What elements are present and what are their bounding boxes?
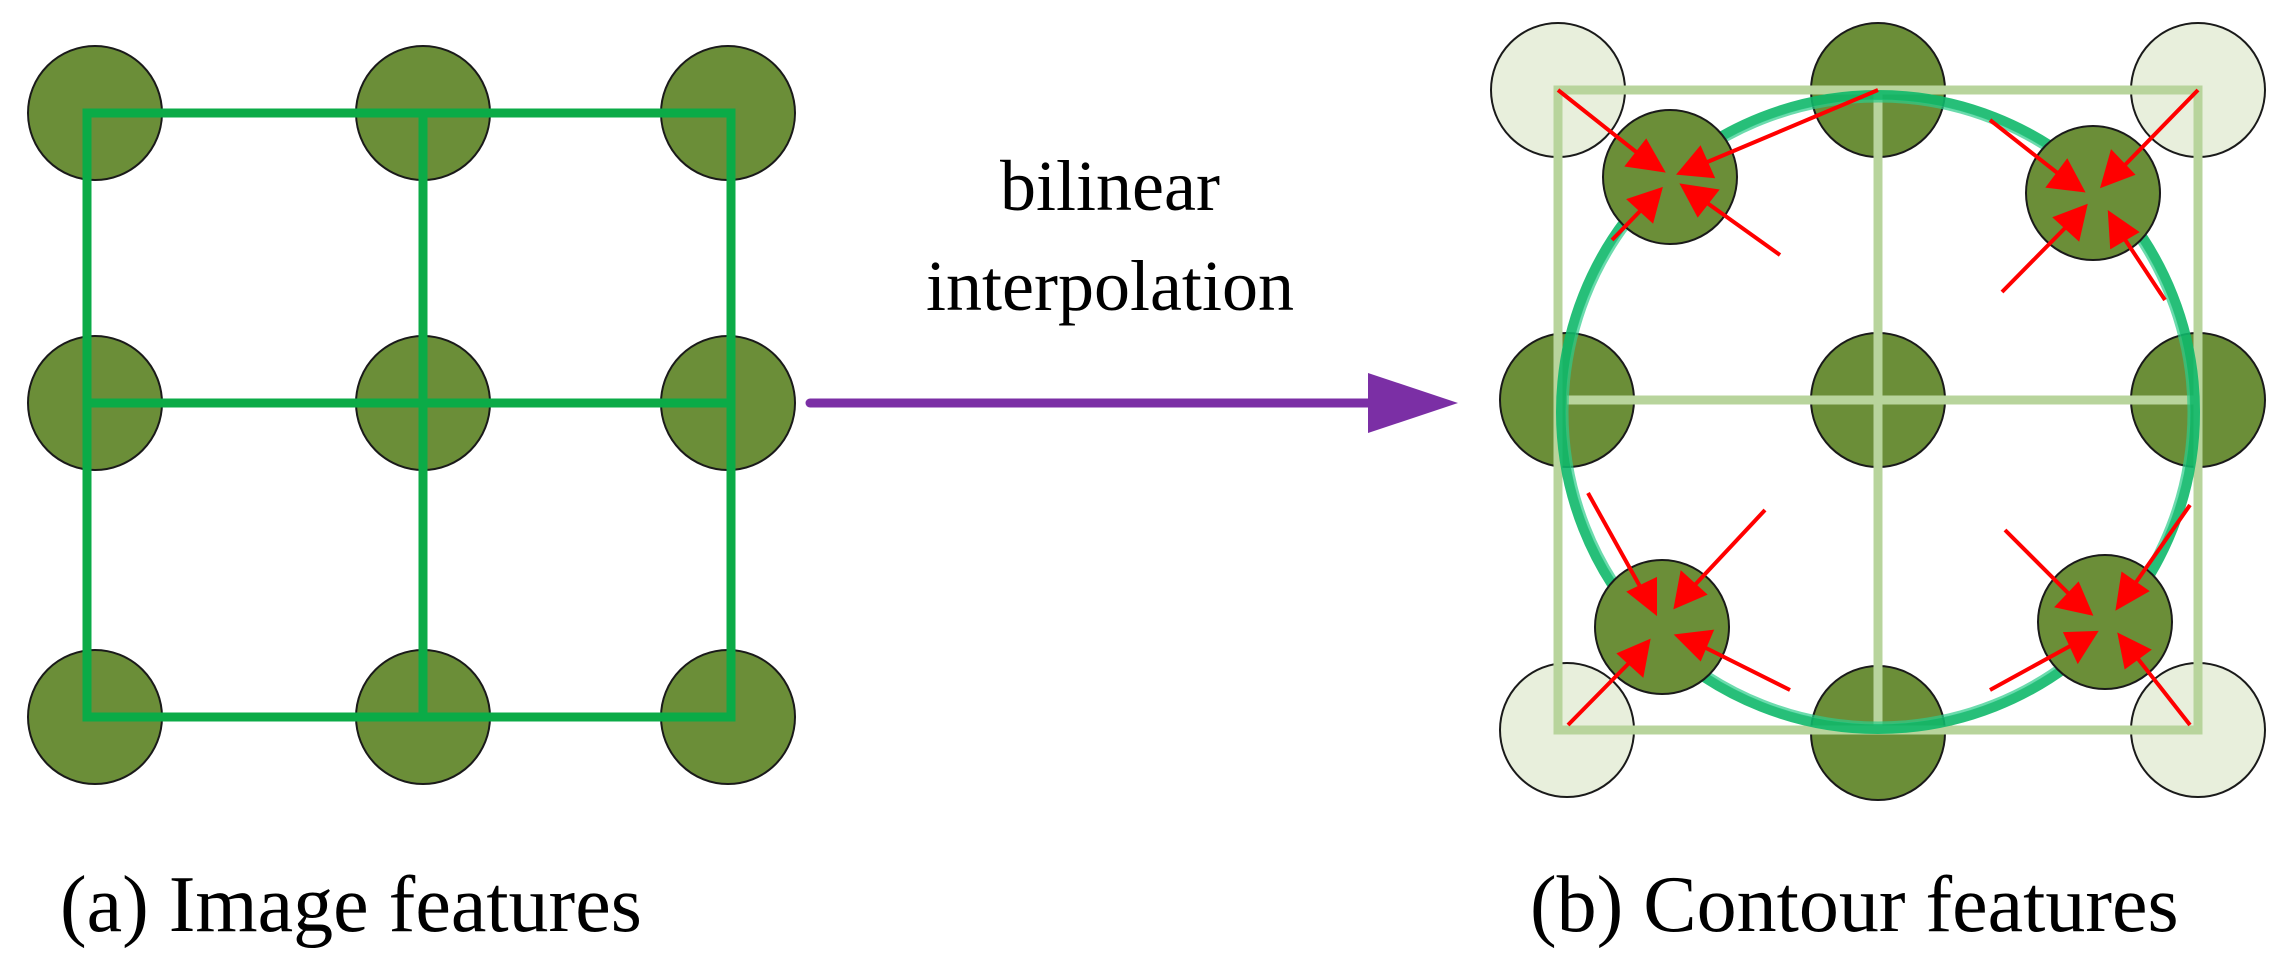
weight-arrow [2130, 503, 2192, 590]
weight-arrow [1566, 658, 1634, 727]
weight-arrow-head [1673, 570, 1708, 610]
weight-arrow-head [2045, 158, 2086, 193]
interpolation-arrow [805, 373, 1458, 433]
weight-arrow-head [1616, 638, 1651, 678]
contour-point [2037, 554, 2173, 690]
weight-arrow [2003, 528, 2074, 599]
weight-arrow [2000, 223, 2070, 294]
weight-arrow-head [1624, 138, 1666, 173]
image-feature-points [27, 45, 796, 785]
weight-arrow-head [1676, 145, 1716, 179]
weight-arrow-head [2052, 203, 2088, 242]
weight-arrow-head [2117, 632, 2152, 670]
interpolation-weight-arrows [1556, 88, 2200, 727]
weight-arrow [1701, 198, 1782, 257]
weight-arrow [1989, 643, 2073, 692]
weight-arrow-head [2062, 630, 2099, 665]
contour-point [2025, 125, 2161, 261]
weight-arrow [2120, 88, 2200, 170]
image-grid [82, 108, 736, 722]
weight-arrow [1690, 508, 1767, 590]
weight-arrow [1556, 88, 1642, 157]
weight-arrow [2133, 653, 2192, 727]
weight-arrow [2120, 233, 2167, 302]
weight-arrow [1988, 118, 2062, 177]
arrow-head [1368, 373, 1458, 433]
contour-point [1594, 559, 1730, 695]
contour-features-panel [1490, 22, 2266, 801]
weight-arrow [1610, 205, 1646, 242]
grid-outer-rect [82, 108, 736, 722]
caption-contour-features: (b) Contour features [1530, 861, 2179, 949]
weight-arrow-head [1626, 186, 1663, 224]
weight-arrow [1704, 88, 1879, 165]
image-features-panel [27, 45, 796, 785]
weight-arrow-head [2115, 571, 2150, 611]
weight-arrow-head [2054, 581, 2094, 616]
weight-arrow-head [2100, 149, 2136, 189]
arrow-label-line2: interpolation [926, 246, 1294, 326]
contour-circle [1556, 90, 2200, 734]
weight-arrow-head [1673, 629, 1715, 662]
arrow-label-line1: bilinear [1000, 146, 1220, 226]
weight-arrow-head [1679, 183, 1720, 218]
weight-arrow [1699, 643, 1791, 692]
contour-circle-inner [1565, 99, 2191, 725]
contour-point [1602, 109, 1738, 245]
weight-arrow [1586, 492, 1644, 591]
weight-arrow-head [2107, 210, 2140, 250]
caption-image-features: (a) Image features [60, 861, 642, 949]
weight-arrow-head [1626, 576, 1657, 617]
